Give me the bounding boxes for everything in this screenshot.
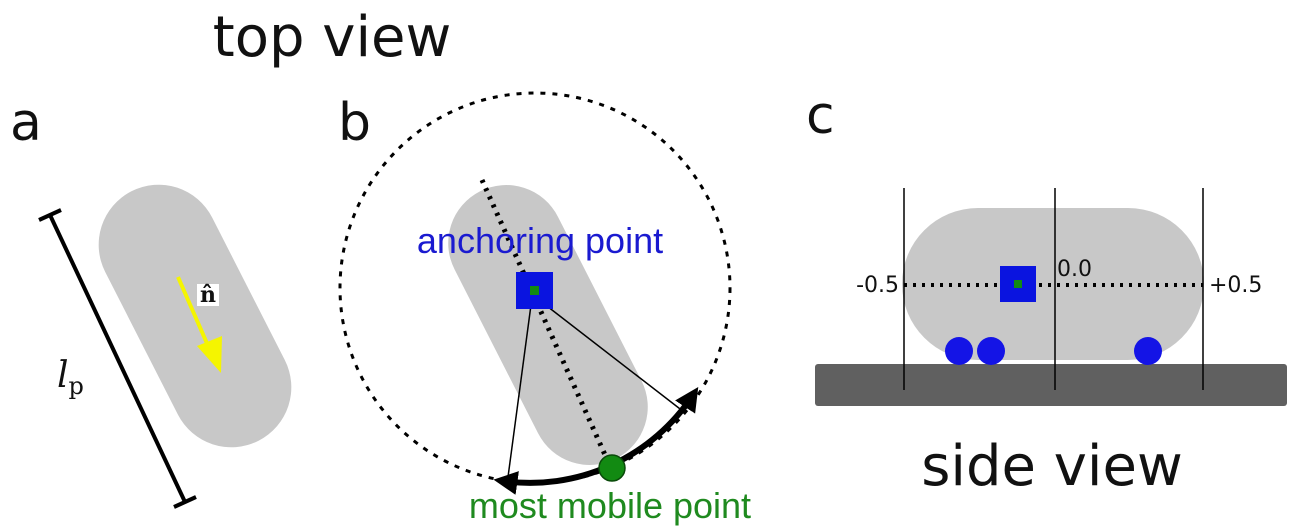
tick-left: -0.5 (856, 273, 899, 298)
length-symbol: lp (57, 355, 84, 400)
normal-symbol-box (197, 284, 219, 306)
side-capsule (902, 208, 1204, 360)
length-symbol-l: l (57, 355, 69, 396)
anchor-label: anchoring point (417, 220, 663, 261)
wheels (945, 337, 1162, 365)
wheel-2 (977, 337, 1005, 365)
panel-c-letter: c (806, 86, 835, 146)
wheel-3 (1134, 337, 1162, 365)
mobility-circle (338, 91, 732, 485)
tick-right: +0.5 (1209, 273, 1262, 298)
normal-symbol: n̂ (200, 282, 216, 308)
panel-b-letter: b (338, 93, 371, 153)
mobile-point (598, 454, 626, 482)
side-view-title: side view (921, 434, 1183, 499)
length-symbol-subscript: p (69, 372, 84, 400)
panel-b-capsule (448, 185, 648, 465)
mobile-label: most mobile point (469, 485, 751, 526)
length-bar (38, 208, 197, 509)
wheel-1 (945, 337, 973, 365)
anchor-center-c (1014, 280, 1022, 288)
position-guides (903, 188, 1204, 390)
panel-a-letter: a (10, 93, 42, 153)
tick-center: 0.0 (1057, 257, 1092, 282)
ground (815, 364, 1287, 406)
normal-arrow (176, 276, 222, 373)
anchor-center-b (530, 286, 539, 295)
top-view-title: top view (213, 5, 452, 70)
